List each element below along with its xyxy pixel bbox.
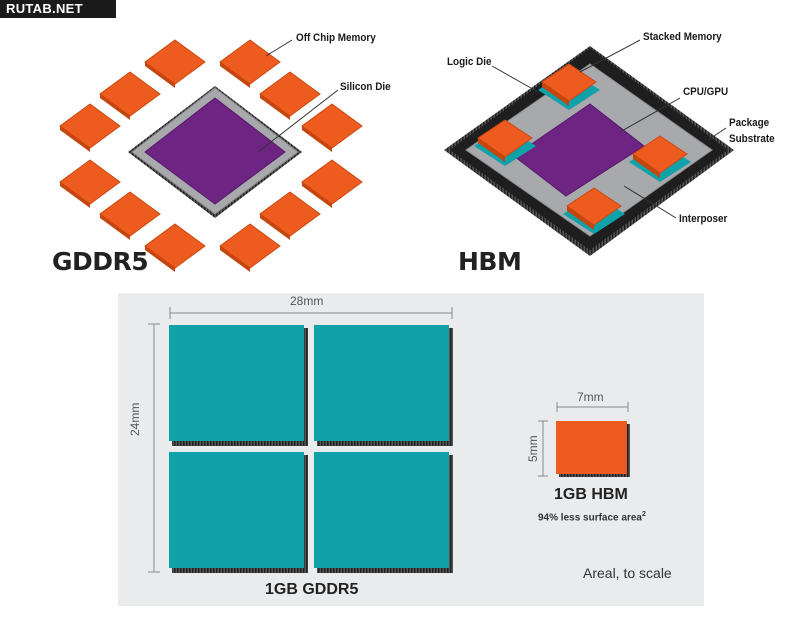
label-silicon-die: Silicon Die [340,81,391,93]
hbm-title: HBM [458,247,522,276]
hbm-height-label: 5mm [526,435,540,462]
hbm-surface-note: 94% less surface area2 [538,511,646,523]
gddr5-title: GDDR5 [52,247,149,276]
label-interposer: Interposer [679,213,728,225]
gddr5-chip [314,325,449,441]
hbm-caption: 1GB HBM [554,486,628,503]
gddr5-chip [169,452,304,568]
gddr5-chip [314,452,449,568]
gddr5-width-label: 28mm [290,294,324,308]
hbm-stacked-memory [629,135,691,182]
hbm-stacked-memory [563,187,625,234]
hbm-width-label: 7mm [577,390,604,404]
label-package-substrate-line2: Substrate [729,133,775,145]
label-package-substrate-line1: Package [729,117,770,129]
hbm-surface-note-footnote: 2 [641,511,646,518]
hbm-cpu-gpu [513,103,645,197]
label-logic-die: Logic Die [447,56,492,68]
watermark-badge: RUTAB.NET [0,0,116,18]
hbm-stacked-memory [474,119,536,166]
hbm-stacked-memory [538,63,600,110]
scale-note: Areal, to scale [583,565,672,581]
gddr5-diagram [59,39,363,272]
hbm-diagram [444,39,734,256]
gddr5-height-label: 24mm [128,402,142,436]
label-stacked-memory: Stacked Memory [643,31,722,43]
label-off-chip-memory: Off Chip Memory [296,32,376,44]
hbm-chip [556,421,627,474]
label-cpu-gpu: CPU/GPU [683,86,729,98]
gddr5-chip [169,325,304,441]
gddr5-caption: 1GB GDDR5 [265,581,359,598]
hbm-surface-note-text: 94% less surface area [538,512,642,524]
gddr5-silicon-die [144,97,286,205]
